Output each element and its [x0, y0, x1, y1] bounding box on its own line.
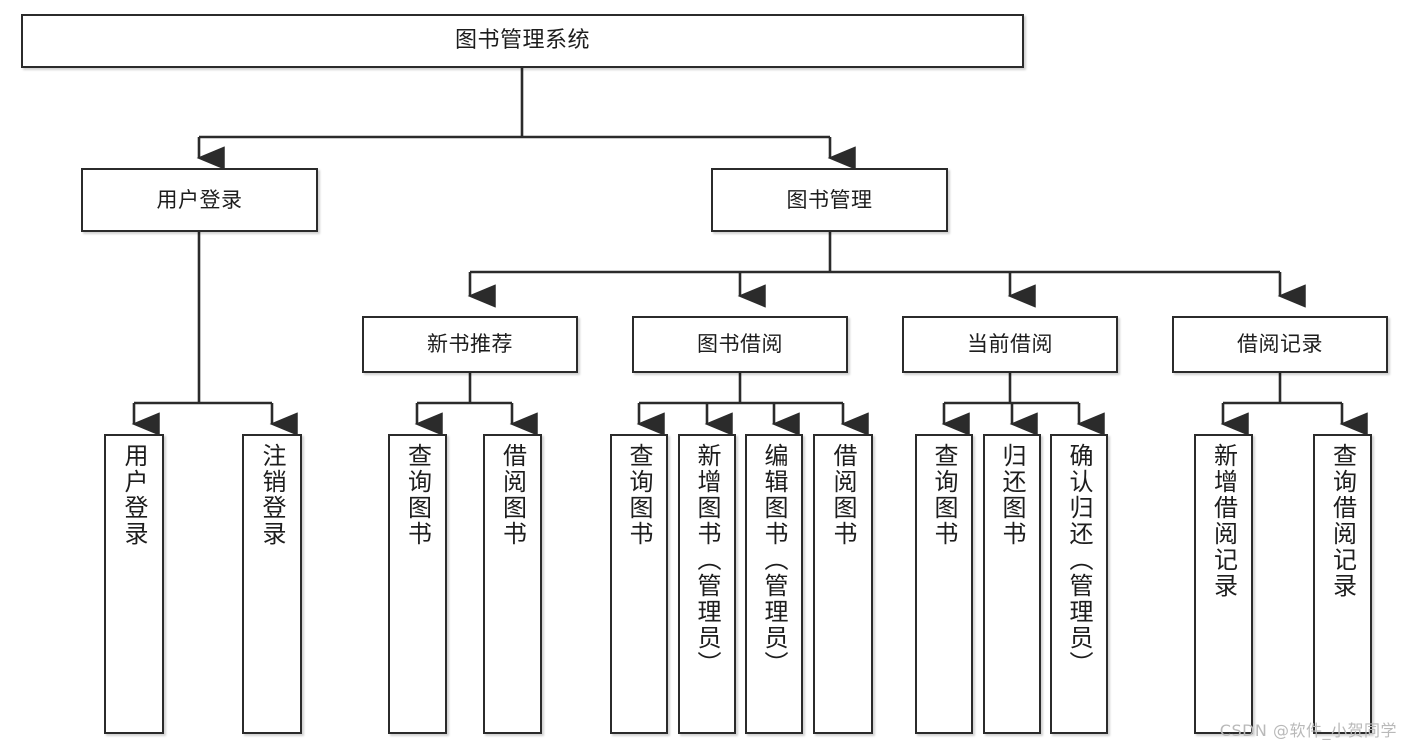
- node-user-login[interactable]: 用户登录: [81, 168, 318, 232]
- node-leaf-rec-query-book[interactable]: 查询图书: [388, 434, 447, 734]
- node-leaf-rec-borrow-book[interactable]: 借阅图书: [483, 434, 542, 734]
- node-leaf-cb-confirm-return[interactable]: 确认归还（管理员）: [1050, 434, 1108, 734]
- node-leaf-bb-query-book-label: 查询图书: [625, 443, 653, 547]
- node-book-manage-label: 图书管理: [786, 187, 873, 212]
- node-book-manage[interactable]: 图书管理: [711, 168, 948, 232]
- node-new-book-rec-label: 新书推荐: [427, 332, 513, 357]
- node-leaf-cb-return-book[interactable]: 归还图书: [983, 434, 1041, 734]
- node-leaf-br-query-record-label: 查询借阅记录: [1328, 443, 1357, 599]
- node-leaf-logout-login[interactable]: 注销登录: [242, 434, 302, 734]
- node-current-borrow[interactable]: 当前借阅: [902, 316, 1118, 373]
- node-leaf-br-add-record[interactable]: 新增借阅记录: [1194, 434, 1253, 734]
- node-leaf-cb-confirm-return-label: 确认归还（管理员）: [1065, 443, 1093, 677]
- node-leaf-bb-borrow-book-label: 借阅图书: [829, 443, 857, 547]
- node-leaf-br-add-record-label: 新增借阅记录: [1209, 443, 1238, 599]
- node-leaf-user-login[interactable]: 用户登录: [104, 434, 164, 734]
- node-root-label: 图书管理系统: [454, 28, 590, 54]
- node-root[interactable]: 图书管理系统: [21, 14, 1024, 68]
- node-book-borrow-label: 图书借阅: [697, 332, 783, 357]
- node-leaf-rec-borrow-book-label: 借阅图书: [498, 443, 527, 547]
- node-leaf-bb-add-book-label: 新增图书（管理员）: [693, 443, 721, 677]
- node-leaf-bb-edit-book-label: 编辑图书（管理员）: [760, 443, 788, 677]
- node-borrow-record-label: 借阅记录: [1237, 332, 1323, 357]
- node-book-borrow[interactable]: 图书借阅: [632, 316, 848, 373]
- node-borrow-record[interactable]: 借阅记录: [1172, 316, 1388, 373]
- node-leaf-bb-borrow-book[interactable]: 借阅图书: [813, 434, 873, 734]
- node-leaf-bb-edit-book[interactable]: 编辑图书（管理员）: [745, 434, 803, 734]
- node-leaf-cb-query-book[interactable]: 查询图书: [915, 434, 973, 734]
- node-user-login-label: 用户登录: [156, 187, 243, 212]
- node-leaf-cb-return-book-label: 归还图书: [998, 443, 1026, 547]
- node-leaf-rec-query-book-label: 查询图书: [403, 443, 432, 547]
- node-leaf-user-login-label: 用户登录: [120, 443, 148, 547]
- node-leaf-br-query-record[interactable]: 查询借阅记录: [1313, 434, 1372, 734]
- node-current-borrow-label: 当前借阅: [967, 332, 1053, 357]
- node-new-book-rec[interactable]: 新书推荐: [362, 316, 578, 373]
- csdn-watermark: CSDN @软件_小贺同学: [1219, 721, 1397, 740]
- node-leaf-logout-login-label: 注销登录: [258, 443, 286, 547]
- node-leaf-cb-query-book-label: 查询图书: [930, 443, 958, 547]
- node-leaf-bb-query-book[interactable]: 查询图书: [610, 434, 668, 734]
- node-leaf-bb-add-book[interactable]: 新增图书（管理员）: [678, 434, 736, 734]
